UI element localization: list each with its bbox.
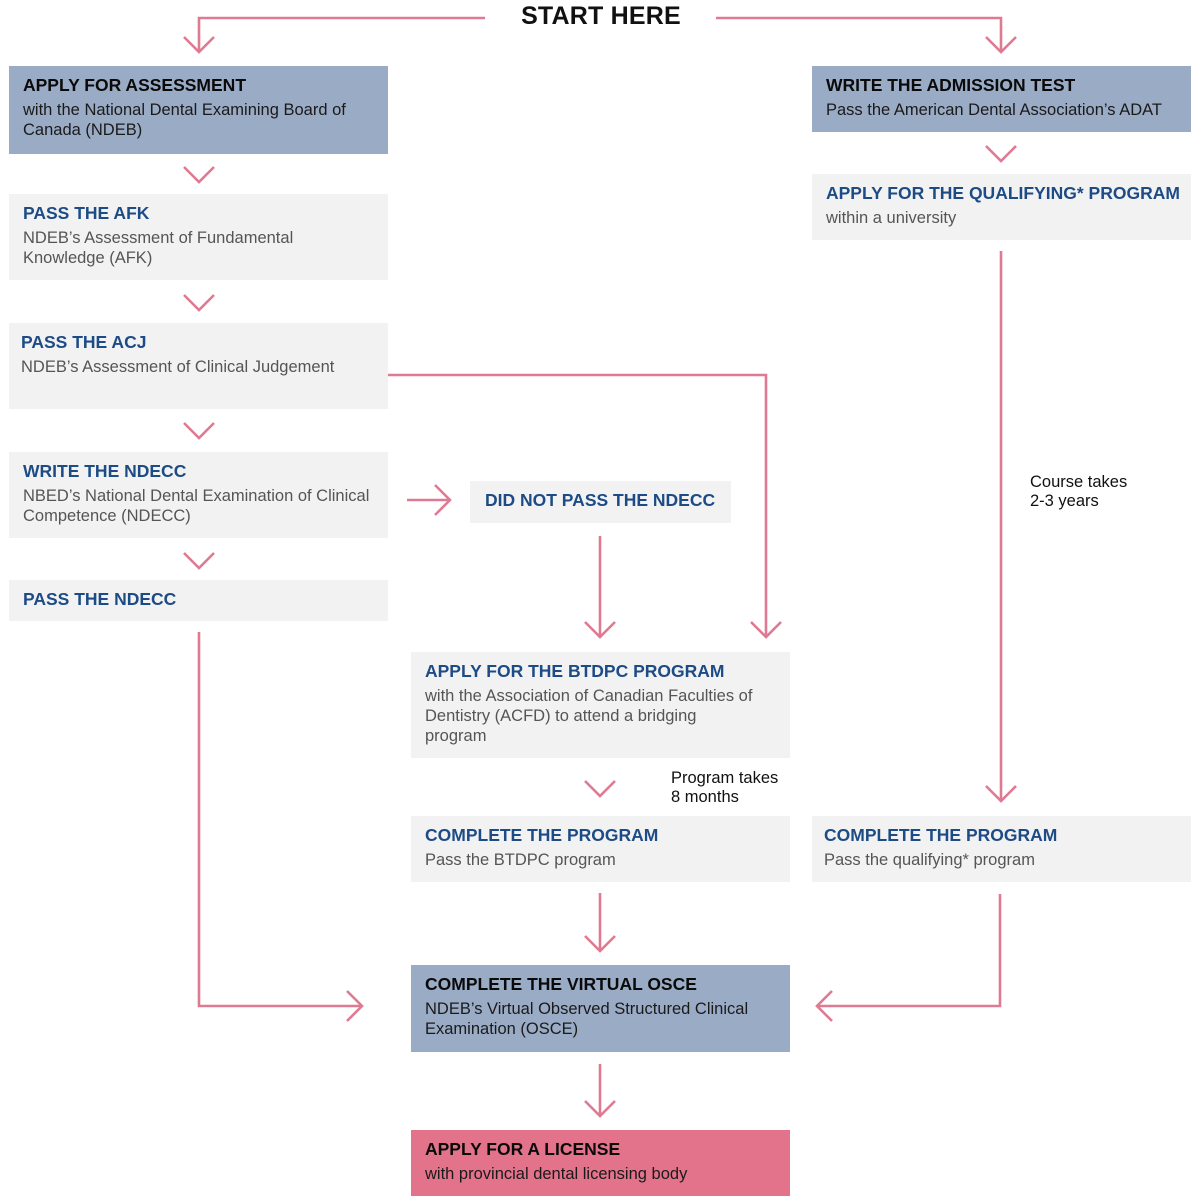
step-title: COMPLETE THE VIRTUAL OSCE (425, 974, 697, 994)
step-description: with the Association of Canadian Faculti… (425, 687, 753, 745)
step-description: with the National Dental Examining Board… (23, 101, 346, 139)
arrow-down-icon (183, 422, 215, 440)
step-description: NBED’s National Dental Examination of Cl… (23, 487, 370, 525)
step-description: with provincial dental licensing body (425, 1165, 688, 1183)
step-description: NDEB’s Virtual Observed Structured Clini… (425, 1000, 749, 1038)
step-title: APPLY FOR A LICENSE (425, 1139, 621, 1159)
step-description: Pass the BTDPC program (425, 851, 616, 869)
arrow-down-icon (183, 294, 215, 312)
connector-line (197, 16, 485, 52)
arrow-down-icon (183, 552, 215, 570)
arrow-down-icon (183, 36, 215, 54)
note-line: 8 months (671, 788, 739, 806)
step-title: APPLY FOR THE BTDPC PROGRAM (425, 661, 725, 681)
step-title: PASS THE ACJ (21, 332, 147, 352)
note-line: Program takes (671, 769, 779, 787)
step-title: COMPLETE THE PROGRAM (824, 825, 1058, 845)
step-title: COMPLETE THE PROGRAM (425, 825, 659, 845)
arrow-down-icon (985, 785, 1017, 803)
connector-line (388, 373, 768, 637)
step-title: APPLY FOR THE QUALIFYING* PROGRAM (826, 183, 1180, 203)
step-complete-qualifying: COMPLETE THE PROGRAM Pass the qualifying… (812, 816, 1191, 882)
step-description: NDEB’s Assessment of Clinical Judgement (21, 358, 335, 376)
arrow-down-icon (584, 1100, 616, 1118)
start-here-label: START HERE (521, 2, 681, 30)
connector-line (716, 16, 1003, 52)
note-line: Course takes (1030, 473, 1128, 491)
step-title: WRITE THE NDECC (23, 461, 187, 481)
step-did-not-pass-ndecc: DID NOT PASS THE NDECC (470, 481, 731, 523)
connector-line (817, 894, 1002, 1008)
step-title: APPLY FOR ASSESSMENT (23, 75, 247, 95)
arrow-down-icon (584, 780, 616, 798)
step-title: DID NOT PASS THE NDECC (485, 490, 716, 510)
arrow-down-icon (584, 935, 616, 953)
arrow-down-icon (985, 36, 1017, 54)
step-description: Pass the qualifying* program (824, 851, 1035, 869)
step-write-ndecc: WRITE THE NDECC NBED’s National Dental E… (9, 452, 388, 538)
step-write-admission-test: WRITE THE ADMISSION TEST Pass the Americ… (812, 66, 1191, 132)
step-title: PASS THE NDECC (23, 589, 177, 609)
step-description: Pass the American Dental Association’s A… (826, 101, 1162, 119)
arrow-right-icon (434, 484, 452, 516)
step-title: WRITE THE ADMISSION TEST (826, 75, 1076, 95)
arrow-left-icon (815, 990, 833, 1022)
step-complete-btdpc: COMPLETE THE PROGRAM Pass the BTDPC prog… (411, 816, 790, 882)
step-title: PASS THE AFK (23, 203, 150, 223)
step-virtual-osce: COMPLETE THE VIRTUAL OSCE NDEB’s Virtual… (411, 965, 790, 1052)
arrow-down-icon (584, 621, 616, 639)
arrow-down-icon (985, 145, 1017, 163)
connector-line (197, 632, 362, 1008)
step-description: within a university (826, 209, 957, 227)
note-line: 2-3 years (1030, 492, 1099, 510)
step-description: NDEB’s Assessment of Fundamental Knowled… (23, 229, 294, 267)
arrow-right-icon (346, 990, 364, 1022)
step-apply-qualifying: APPLY FOR THE QUALIFYING* PROGRAM within… (812, 174, 1191, 240)
step-apply-assessment: APPLY FOR ASSESSMENT with the National D… (9, 66, 388, 154)
btdpc-duration-note: Program takes 8 months (671, 769, 778, 807)
qualifying-duration-note: Course takes 2-3 years (1030, 473, 1127, 511)
arrow-down-icon (750, 621, 782, 639)
step-pass-acj: PASS THE ACJ NDEB’s Assessment of Clinic… (9, 323, 388, 409)
step-pass-ndecc: PASS THE NDECC (9, 580, 388, 621)
step-apply-license: APPLY FOR A LICENSE with provincial dent… (411, 1130, 790, 1196)
step-apply-btdpc: APPLY FOR THE BTDPC PROGRAM with the Ass… (411, 652, 790, 758)
arrow-down-icon (183, 166, 215, 184)
step-pass-afk: PASS THE AFK NDEB’s Assessment of Fundam… (9, 194, 388, 280)
